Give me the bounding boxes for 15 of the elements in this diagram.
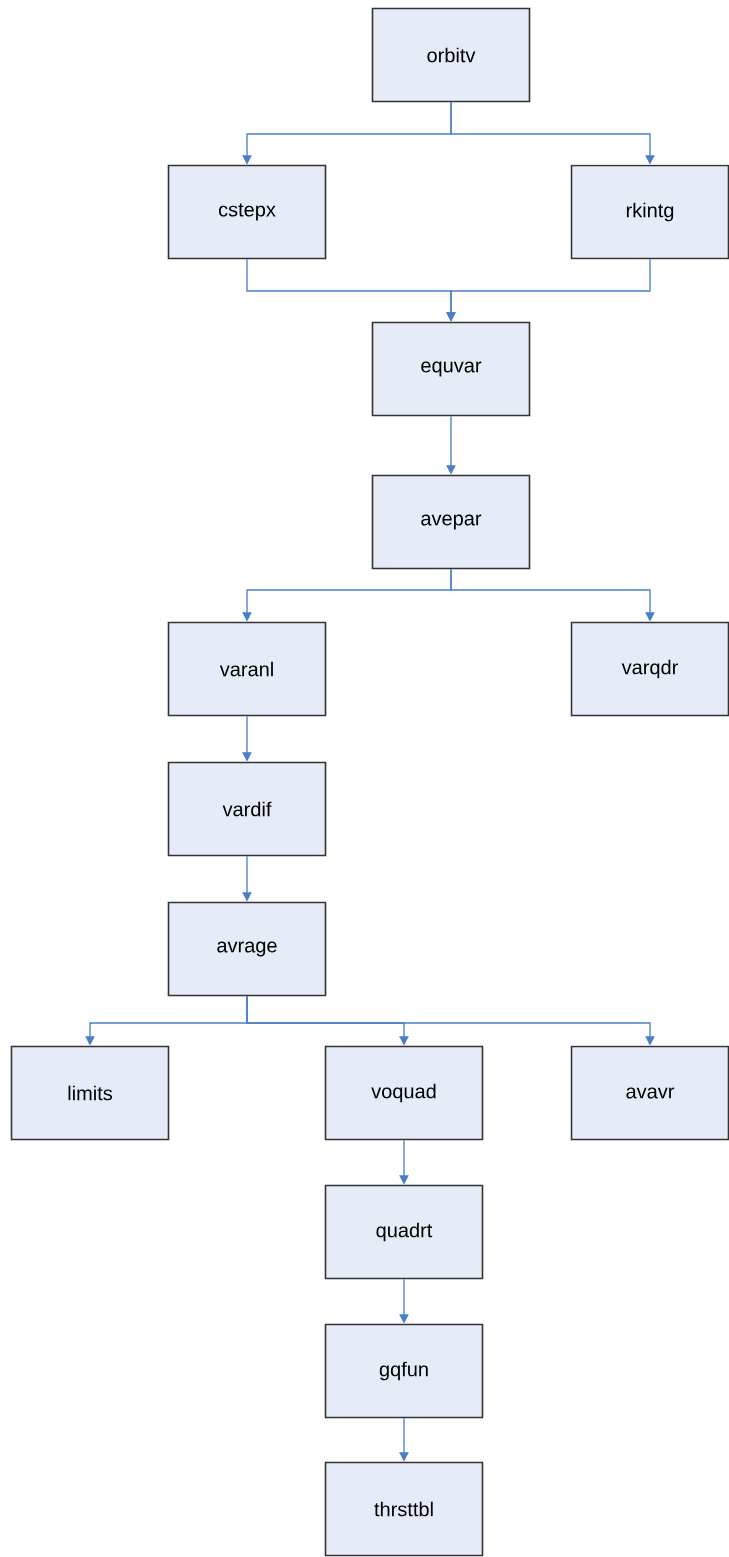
process-box: cstepx bbox=[167, 164, 327, 260]
process-box: varqdr bbox=[570, 621, 729, 717]
process-box: avrage bbox=[167, 901, 327, 997]
process-box: avepar bbox=[371, 474, 531, 570]
process-box: voquad bbox=[324, 1045, 484, 1141]
process-box: vardif bbox=[167, 761, 327, 857]
process-box: avavr bbox=[570, 1045, 729, 1141]
process-box: equvar bbox=[371, 321, 531, 417]
process-box: gqfun bbox=[324, 1323, 484, 1419]
process-box: varanl bbox=[167, 621, 327, 717]
process-box: rkintg bbox=[570, 164, 729, 260]
process-box: orbitv bbox=[371, 7, 531, 103]
process-box: limits bbox=[10, 1045, 170, 1141]
process-box: quadrt bbox=[324, 1184, 484, 1280]
process-box: thrsttbl bbox=[324, 1461, 484, 1557]
